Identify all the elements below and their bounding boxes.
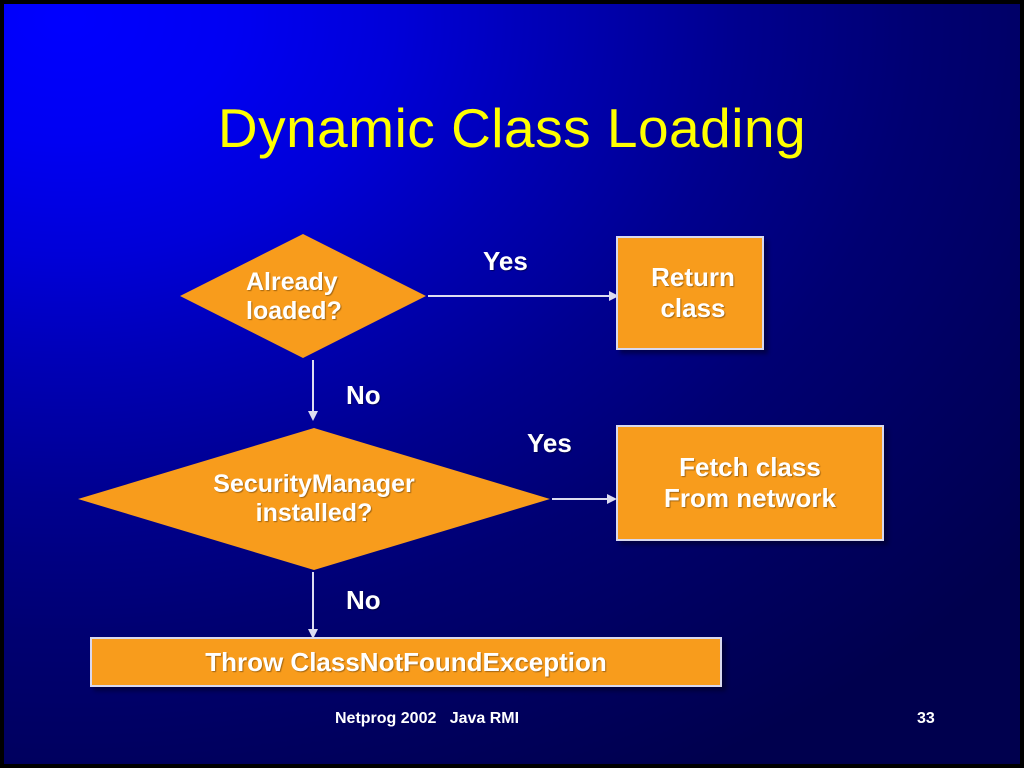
arrowhead-icon	[308, 629, 318, 639]
arrowhead-icon	[607, 494, 617, 504]
footer-page-number: 33	[917, 710, 935, 727]
arrow-security-manager-yes	[552, 494, 617, 504]
flow-node-already-loaded-label: Already loaded?	[246, 267, 342, 326]
edge-label-yes-security-manager: Yes	[527, 428, 572, 458]
edge-label-no-security-manager: No	[346, 585, 381, 615]
flow-node-security-manager[interactable]: SecurityManager installed?	[78, 428, 550, 570]
arrow-already-loaded-no	[308, 360, 318, 421]
arrowhead-icon	[308, 411, 318, 421]
flow-node-fetch-class-label: Fetch class From network	[664, 452, 836, 513]
page-title: Dynamic Class Loading	[217, 97, 807, 159]
flow-node-security-manager-label: SecurityManager installed?	[213, 469, 415, 528]
flow-node-throw-exception-label: Throw ClassNotFoundException	[205, 646, 607, 677]
arrow-security-manager-no	[308, 572, 318, 639]
flow-node-throw-exception[interactable]: Throw ClassNotFoundException	[90, 637, 722, 687]
flow-node-return-class[interactable]: Return class	[616, 236, 764, 350]
flow-node-return-class-label: Return class	[651, 262, 735, 323]
footer-course-label: Netprog 2002 Java RMI	[335, 710, 520, 727]
edge-label-no-already-loaded: No	[346, 380, 381, 410]
arrowhead-icon	[609, 291, 619, 301]
arrow-already-loaded-yes	[428, 291, 619, 301]
edge-label-yes-already-loaded: Yes	[483, 246, 528, 276]
flow-node-fetch-class[interactable]: Fetch class From network	[616, 425, 884, 541]
flow-node-already-loaded[interactable]: Already loaded?	[180, 234, 426, 358]
